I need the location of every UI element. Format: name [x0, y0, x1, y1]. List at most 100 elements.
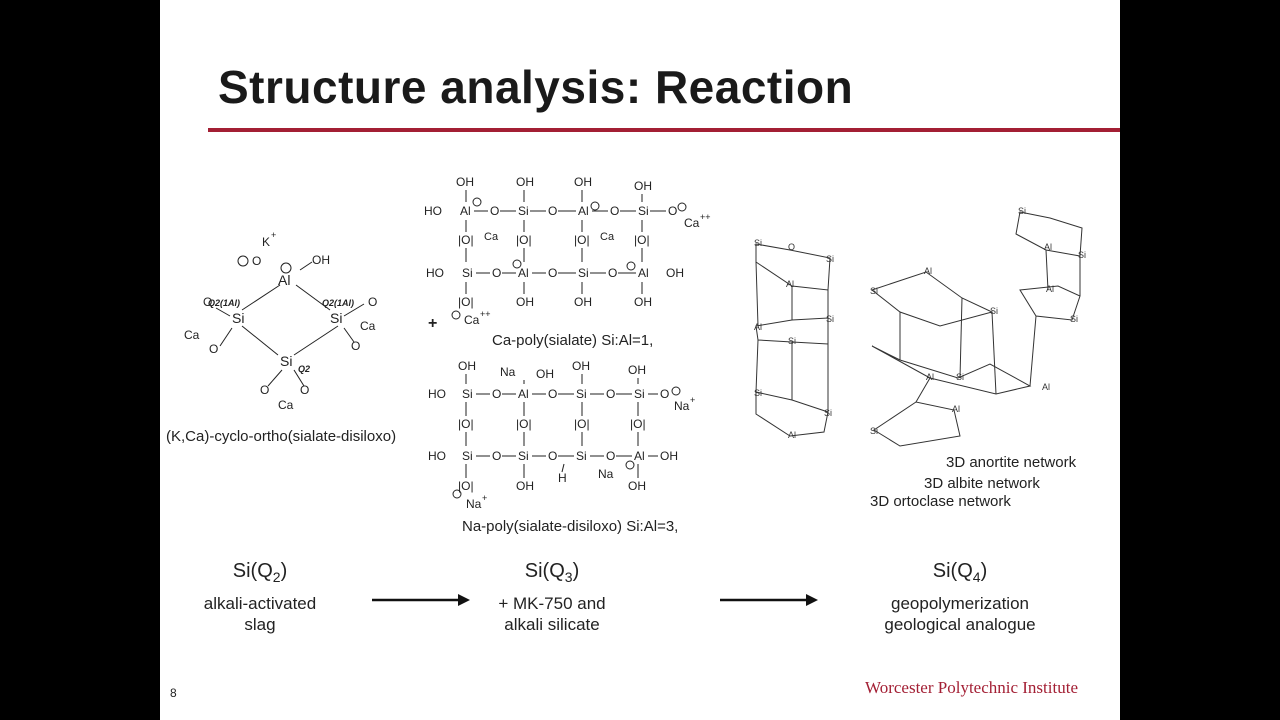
- svg-text:O: O: [606, 449, 615, 463]
- svg-text:OH: OH: [312, 253, 330, 267]
- stage-q2-close: ): [280, 560, 288, 582]
- svg-text:O: O: [490, 204, 499, 218]
- svg-text:O: O: [492, 266, 501, 280]
- svg-text:OH: OH: [634, 179, 652, 193]
- svg-text:Si: Si: [870, 426, 878, 436]
- svg-text:OH: OH: [628, 479, 646, 493]
- stage-q2-si: Si(Q: [232, 560, 273, 582]
- svg-text:Si: Si: [754, 238, 762, 248]
- svg-text:Al: Al: [786, 279, 794, 289]
- svg-text:Al: Al: [278, 272, 290, 288]
- svg-text:Al: Al: [1046, 284, 1054, 294]
- title-divider: [208, 128, 1120, 132]
- svg-text:Si: Si: [330, 310, 342, 326]
- svg-text:HO: HO: [428, 387, 446, 401]
- svg-text:O: O: [252, 254, 261, 268]
- svg-text:Si: Si: [576, 387, 587, 401]
- svg-text:+: +: [690, 395, 695, 405]
- svg-text:Si: Si: [956, 372, 964, 382]
- svg-text:Al: Al: [1044, 242, 1052, 252]
- svg-text:O: O: [548, 204, 557, 218]
- svg-text:Ca: Ca: [360, 319, 376, 333]
- svg-text:HO: HO: [428, 449, 446, 463]
- arrow-q2-to-q3: [372, 594, 470, 606]
- svg-text:Al: Al: [638, 266, 649, 280]
- stage-q2-line2: slag: [244, 615, 276, 634]
- svg-text:Si: Si: [870, 286, 878, 296]
- svg-text:+: +: [482, 493, 487, 503]
- svg-text:Si: Si: [788, 336, 796, 346]
- svg-text:Al: Al: [924, 266, 932, 276]
- svg-text:O: O: [351, 339, 360, 353]
- svg-text:O: O: [203, 295, 212, 309]
- page-number: 8: [170, 686, 177, 700]
- stage-q4-close: ): [980, 560, 988, 582]
- svg-text:O: O: [788, 242, 795, 252]
- svg-text:OH: OH: [516, 295, 534, 309]
- svg-text:Al: Al: [926, 372, 934, 382]
- stage-q3-line1: + MK-750 and: [498, 594, 606, 613]
- svg-text:OH: OH: [660, 449, 678, 463]
- svg-text:Si: Si: [1018, 206, 1026, 216]
- svg-text:O: O: [492, 387, 501, 401]
- svg-text:Na: Na: [466, 497, 482, 511]
- svg-text:OH: OH: [634, 295, 652, 309]
- svg-text:Al: Al: [788, 430, 796, 440]
- svg-text:HO: HO: [426, 266, 444, 280]
- anortite-network-label: 3D anortite network: [946, 454, 1077, 471]
- stage-q4-line2: geological analogue: [884, 615, 1036, 634]
- svg-text:OH: OH: [574, 175, 592, 189]
- svg-text:|O|: |O|: [458, 479, 474, 493]
- svg-text:OH: OH: [574, 295, 592, 309]
- svg-text:Na: Na: [674, 399, 690, 413]
- svg-text:Si: Si: [518, 449, 529, 463]
- svg-text:Si: Si: [634, 387, 645, 401]
- svg-text:Al: Al: [952, 404, 960, 414]
- 3d-network-left: [755, 243, 831, 437]
- svg-text:|O|: |O|: [458, 233, 474, 247]
- svg-text:OH: OH: [458, 359, 476, 373]
- svg-text:Al: Al: [634, 449, 645, 463]
- svg-text:Ca: Ca: [600, 231, 615, 243]
- arrow-q3-to-q4: [720, 594, 818, 606]
- svg-text:Si: Si: [826, 314, 834, 324]
- svg-text:Al: Al: [460, 204, 471, 218]
- 3d-network-right: [870, 211, 1083, 447]
- svg-text:Si: Si: [990, 306, 998, 316]
- stage-q3-si: Si(Q: [524, 560, 565, 582]
- stage-q3-close: ): [572, 560, 580, 582]
- svg-text:Al: Al: [518, 387, 529, 401]
- stage-q4-sub: 4: [972, 569, 981, 585]
- ortoclase-network-label: 3D ortoclase network: [870, 493, 1011, 510]
- svg-text:|O|: |O|: [458, 417, 474, 431]
- slide: Structure analysis: Reaction K+ Al OH O …: [160, 0, 1120, 720]
- svg-text:++: ++: [700, 212, 711, 222]
- svg-text:Si: Si: [518, 204, 529, 218]
- institution-footer: Worcester Polytechnic Institute: [865, 678, 1078, 697]
- svg-text:HO: HO: [424, 204, 442, 218]
- svg-text:O: O: [548, 387, 557, 401]
- svg-text:Al: Al: [1042, 382, 1050, 392]
- svg-text:|O|: |O|: [630, 417, 646, 431]
- svg-text:O: O: [660, 387, 669, 401]
- svg-text:Al: Al: [578, 204, 589, 218]
- svg-text:K: K: [262, 235, 270, 249]
- svg-text:+: +: [271, 230, 276, 240]
- svg-text:O: O: [260, 383, 269, 397]
- svg-text:Si: Si: [576, 449, 587, 463]
- stage-q4-si: Si(Q: [932, 560, 973, 582]
- svg-text:Si: Si: [232, 310, 244, 326]
- svg-text:Si: Si: [578, 266, 589, 280]
- svg-text:Ca: Ca: [278, 398, 294, 412]
- svg-text:OH: OH: [666, 266, 684, 280]
- stage-q2-line1: alkali-activated: [203, 594, 317, 613]
- svg-text:O: O: [492, 449, 501, 463]
- svg-text:OH: OH: [536, 367, 554, 381]
